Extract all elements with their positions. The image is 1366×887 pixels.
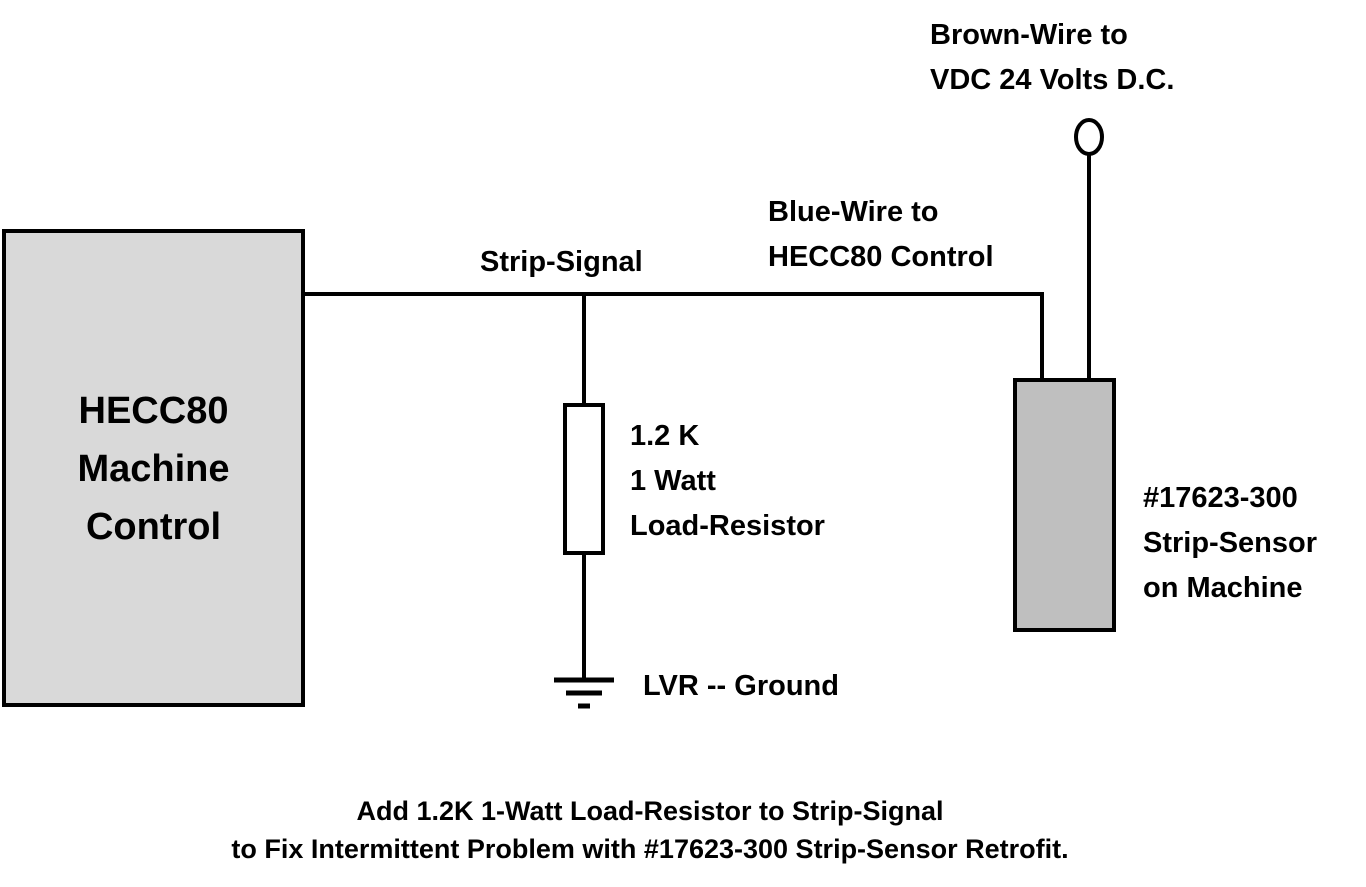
signal-label: Strip-Signal	[480, 246, 643, 278]
resistor-label: 1.2 K 1 Watt Load-Resistor	[630, 414, 825, 549]
resistor-label-line: 1.2 K	[630, 420, 700, 452]
sensor-label-line: #17623-300	[1143, 482, 1298, 514]
brown-wire-label-line: Brown-Wire to	[930, 19, 1128, 51]
controller-label-line: HECC80	[78, 390, 229, 432]
resistor-label-line: Load-Resistor	[630, 510, 825, 542]
footer-line: Add 1.2K 1-Watt Load-Resistor to Strip-S…	[356, 796, 944, 826]
brown-wire-label-line: VDC 24 Volts D.C.	[930, 64, 1175, 96]
sensor-label-line: Strip-Sensor	[1143, 527, 1318, 559]
resistor-label-line: 1 Watt	[630, 465, 716, 497]
footer-note: Add 1.2K 1-Watt Load-Resistor to Strip-S…	[0, 792, 1300, 868]
ground-icon	[554, 677, 614, 709]
resistor-symbol	[563, 403, 605, 555]
controller-label-line: Control	[85, 506, 222, 548]
controller-label-line: Machine	[77, 448, 230, 490]
sensor-label: #17623-300 Strip-Sensor on Machine	[1143, 476, 1317, 611]
blue-wire-label: Blue-Wire to HECC80 Control	[768, 190, 994, 280]
ground-label: LVR -- Ground	[643, 670, 839, 702]
sensor-label-line: on Machine	[1143, 572, 1303, 604]
controller-label: HECC80 Machine Control	[4, 382, 303, 556]
blue-wire-label-line: HECC80 Control	[768, 241, 994, 273]
sensor-box	[1013, 378, 1116, 632]
brown-wire-label: Brown-Wire to VDC 24 Volts D.C.	[930, 13, 1174, 103]
controller-box	[2, 229, 305, 707]
signal-wire	[303, 292, 1044, 380]
footer-line: to Fix Intermittent Problem with #17623-…	[231, 834, 1069, 864]
blue-wire-label-line: Blue-Wire to	[768, 196, 939, 228]
terminal-icon	[1074, 118, 1104, 156]
